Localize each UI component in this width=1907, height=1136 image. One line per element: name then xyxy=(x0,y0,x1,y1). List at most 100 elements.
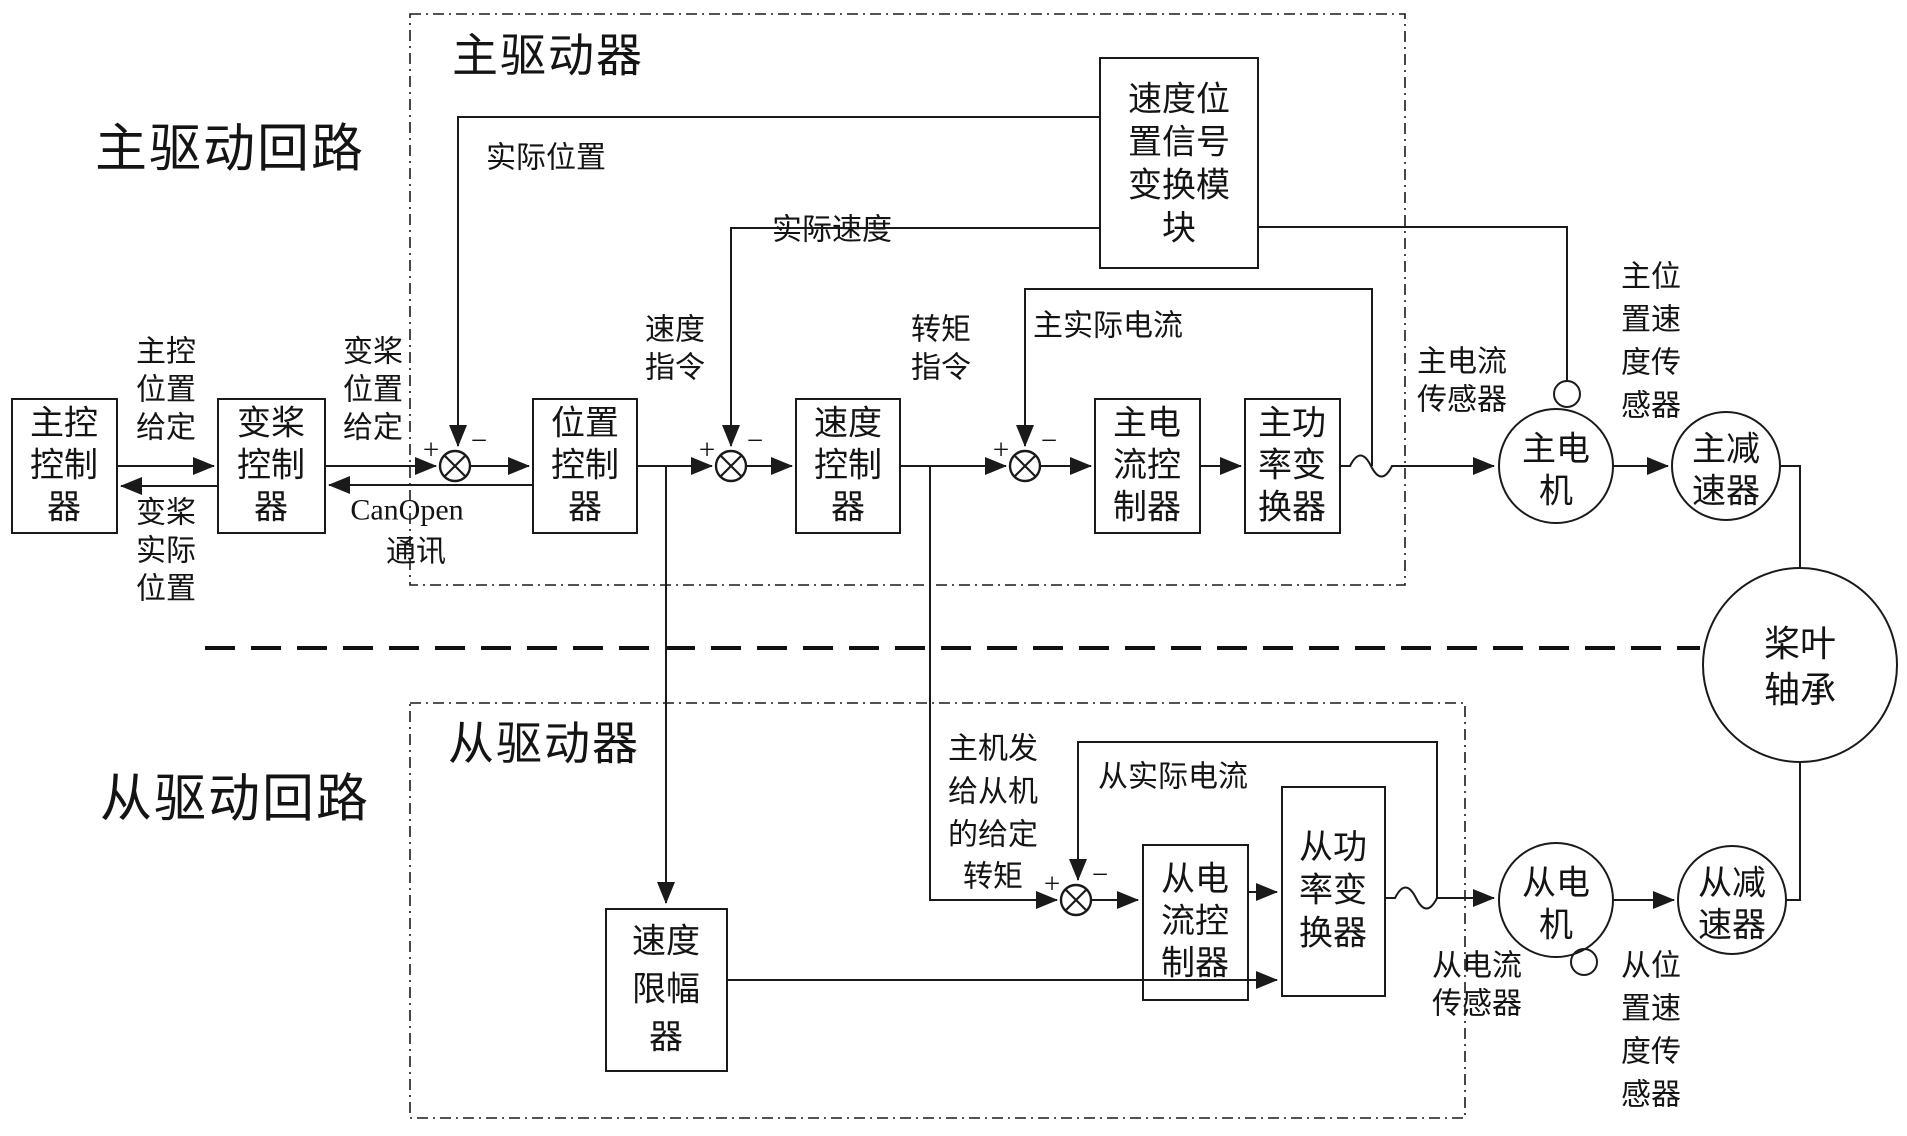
slave-power-converter-block xyxy=(1281,786,1386,997)
main-motor-circle xyxy=(1498,408,1614,524)
main-current-sensor-label: 传感器 xyxy=(1417,384,1507,417)
sum-junction-position xyxy=(438,449,472,483)
signal-converter-label: 置信号 xyxy=(1128,124,1230,162)
master-controller-label: 主控 xyxy=(30,405,98,443)
sum1-plus-sign: + xyxy=(423,434,439,466)
slave-power-converter-label: 率变 xyxy=(1299,872,1367,910)
slave-motor-label: 从电 xyxy=(1522,865,1590,903)
main-power-converter-label: 换器 xyxy=(1258,489,1326,527)
slave-power-converter-label: 从功 xyxy=(1299,830,1367,867)
main-pos-speed-sensor-label: 主位 xyxy=(1621,261,1681,294)
signal-converter-label: 速度位 xyxy=(1128,81,1230,119)
sum-junction-slave-current xyxy=(1059,883,1093,917)
slave-pos-speed-sensor-label: 置速 xyxy=(1621,993,1681,1026)
main-power-converter-block xyxy=(1244,398,1341,534)
main-motor-label: 机 xyxy=(1539,473,1573,511)
sum1-x2 xyxy=(443,454,467,478)
sum-junction-main-current xyxy=(1008,449,1042,483)
actual-position-label: 实际位置 xyxy=(486,142,606,175)
sum4-plus-sign: + xyxy=(1044,868,1060,900)
speed-cmd-label: 速度 xyxy=(645,314,705,347)
canopen-label: CanOpen xyxy=(350,494,463,527)
slave-pos-speed-sensor-label: 度传 xyxy=(1621,1036,1681,1069)
wire-actual-speed-feedback xyxy=(722,227,1100,447)
main-current-controller-label: 制器 xyxy=(1113,490,1181,527)
sum2-x2 xyxy=(719,454,743,478)
slave-current-controller-label: 流控 xyxy=(1161,903,1229,941)
slave-pos-speed-sensor-label: 感器 xyxy=(1621,1079,1681,1112)
main-reducer-circle xyxy=(1671,411,1781,521)
master-controller-label: 器 xyxy=(47,490,81,527)
pitch-actual-pos-label: 位置 xyxy=(136,573,196,606)
torque-cmd-label: 转矩 xyxy=(911,314,971,347)
main-motor-label: 主电 xyxy=(1522,431,1590,469)
signal-converter-label: 变换模 xyxy=(1128,167,1230,205)
position-controller-block xyxy=(532,398,638,534)
pitch-actual-pos-label: 实际 xyxy=(136,535,196,568)
pitch-actual-pos-label: 变桨 xyxy=(136,497,196,530)
slave-current-sensor-label: 从电流 xyxy=(1432,950,1522,983)
speed-limiter-block xyxy=(605,908,728,1072)
pitch-pos-ref-label: 位置 xyxy=(343,374,403,407)
sum3-minus-sign: − xyxy=(1041,425,1057,457)
master-pos-ref-label: 给定 xyxy=(136,412,196,445)
actual-speed-label: 实际速度 xyxy=(772,214,892,247)
sum3-x2 xyxy=(1013,454,1037,478)
main-actual-current-label: 主实际电流 xyxy=(1033,310,1183,343)
master-torque-ref-label: 给从机 xyxy=(948,776,1038,809)
main-power-converter-label: 主功 xyxy=(1258,406,1326,443)
pitch-controller-block xyxy=(217,398,326,534)
slave-reducer-label: 从减 xyxy=(1698,866,1766,903)
main-current-sensor-label: 主电流 xyxy=(1417,346,1507,379)
wire-bearing-to-slave-reducer xyxy=(1786,762,1801,901)
canopen-label: 通讯 xyxy=(386,536,446,569)
master-controller-block xyxy=(11,398,118,534)
sum2-plus-sign: + xyxy=(699,434,715,466)
main-pos-speed-sensor-label: 度传 xyxy=(1621,347,1681,380)
master-torque-ref-label: 转矩 xyxy=(963,861,1023,894)
slave-current-sensor-label: 传感器 xyxy=(1432,988,1522,1021)
master-torque-ref-label: 的给定 xyxy=(948,819,1038,852)
pitch-controller-label: 变桨 xyxy=(237,405,305,443)
sum-junction-speed xyxy=(714,449,748,483)
main-current-controller-label: 主电 xyxy=(1113,405,1181,443)
blade-bearing-label: 轴承 xyxy=(1764,670,1836,710)
speed-cmd-label: 指令 xyxy=(645,352,705,385)
speed-controller-label: 速度 xyxy=(814,405,882,443)
master-controller-label: 控制 xyxy=(30,447,98,485)
position-controller-label: 器 xyxy=(568,490,602,527)
main-loop-title: 主驱动回路 xyxy=(95,122,365,179)
speed-limiter-label: 器 xyxy=(649,1020,683,1057)
speed-controller-label: 器 xyxy=(831,490,865,527)
main-reducer-label: 速器 xyxy=(1692,474,1760,511)
main-current-controller-label: 流控 xyxy=(1113,447,1181,485)
main-driver-title: 主驱动器 xyxy=(452,31,644,82)
speed-limiter-label: 限幅 xyxy=(632,971,700,1009)
speed-controller-block xyxy=(795,398,901,534)
position-controller-label: 控制 xyxy=(551,447,619,485)
main-pos-speed-sensor-label: 感器 xyxy=(1621,390,1681,423)
slave-current-controller-block xyxy=(1142,844,1249,1001)
blade-bearing-circle xyxy=(1702,567,1898,763)
wire-slave-pwrconv-to-motor xyxy=(1385,886,1495,910)
master-pos-ref-label: 位置 xyxy=(136,374,196,407)
slave-pos-speed-sensor-label: 从位 xyxy=(1621,950,1681,983)
master-torque-ref-label: 主机发 xyxy=(948,733,1038,766)
main-reducer-label: 主减 xyxy=(1692,432,1760,469)
sum4-minus-sign: − xyxy=(1092,859,1108,891)
pitch-pos-ref-label: 给定 xyxy=(343,412,403,445)
master-pos-ref-label: 主控 xyxy=(136,336,196,369)
slave-motor-label: 机 xyxy=(1539,907,1573,945)
slave-current-controller-label: 制器 xyxy=(1161,946,1229,983)
torque-cmd-label: 指令 xyxy=(911,352,971,385)
wire-main-current-feedback xyxy=(1016,288,1373,466)
slave-power-converter-label: 换器 xyxy=(1299,915,1367,953)
sum3-plus-sign: + xyxy=(993,434,1009,466)
main-driver-frame xyxy=(409,13,1406,586)
wire-torque-cmd-to-sum4 xyxy=(929,466,1058,909)
sum1-minus-sign: − xyxy=(471,425,487,457)
speed-limiter-label: 速度 xyxy=(632,923,700,961)
speed-controller-label: 控制 xyxy=(814,447,882,485)
slave-driver-title: 从驱动器 xyxy=(448,719,640,770)
